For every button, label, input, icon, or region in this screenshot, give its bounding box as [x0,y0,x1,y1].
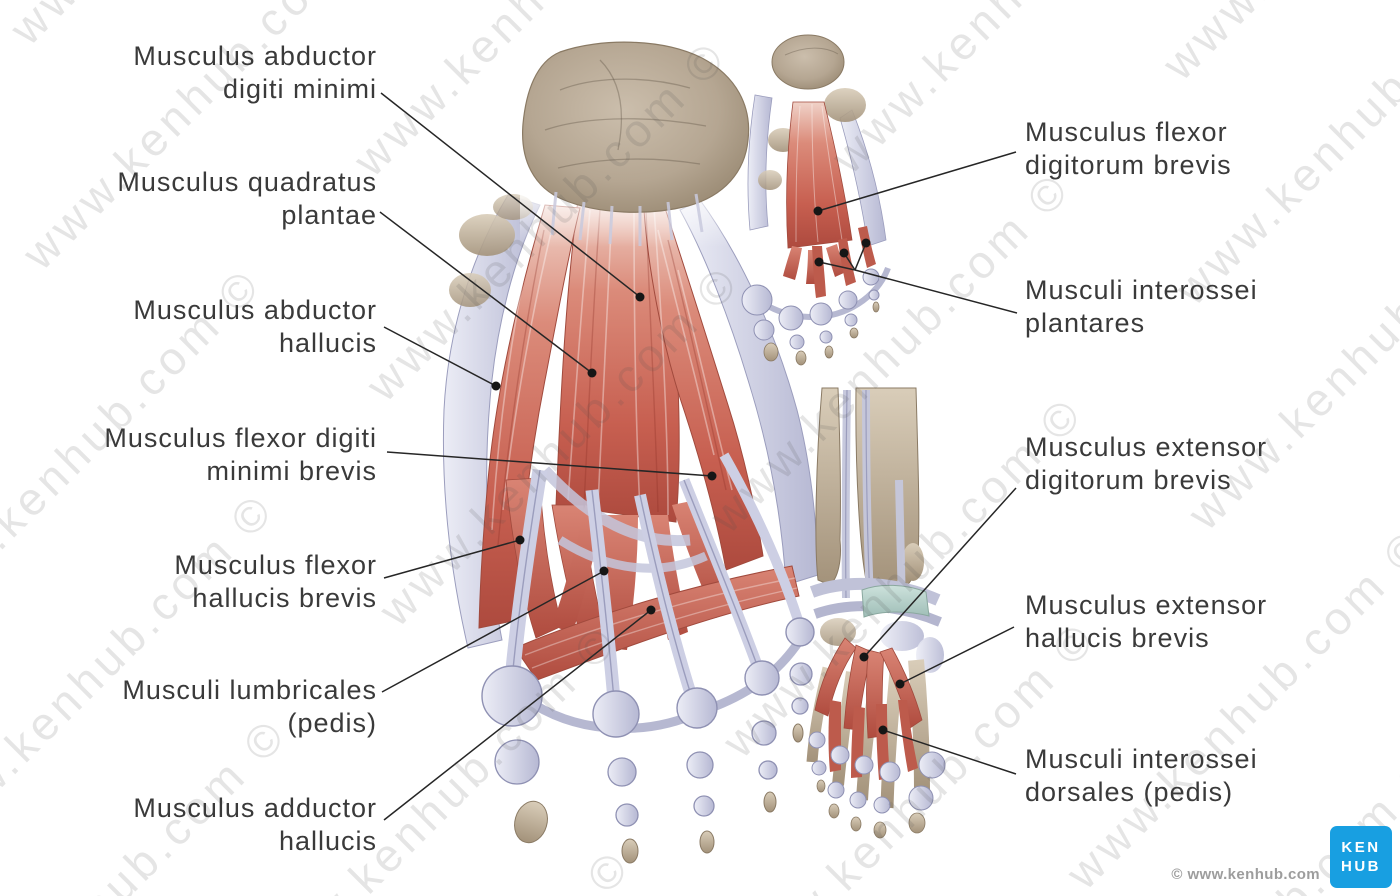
leader-extensor-hallucis-brevis [899,626,1015,685]
leader-lines [379,92,1018,821]
leader-flexor-digiti-minimi-brevis [386,451,713,477]
leader-interossei-dorsales [882,729,1017,775]
calcaneus-bone [522,41,750,213]
label-lumbricales-pedis: Musculi lumbricales(pedis) [122,675,377,738]
leader-flexor-digitorum-brevis [817,151,1017,212]
leader-interossei-plantares [854,269,1018,314]
leader-abductor-digiti-minimi [380,92,641,298]
extensor-digitorum-brevis-muscle [814,637,857,717]
kenhub-logo: KEN HUB [1330,826,1392,888]
talus-cartilage [861,584,930,618]
leader-lumbricales [381,570,605,693]
dorsal-foot-illustration [806,387,946,839]
leader-flexor-hallucis-brevis [383,539,521,579]
leader-quadratus-plantae [379,211,593,374]
flexor-digitorum-brevis-small [786,101,853,249]
leader-dots [491,206,905,735]
main-plantar-foot-illustration [442,41,819,864]
leader-adductor-hallucis [383,609,652,821]
leader-abductor-hallucis [383,326,497,387]
calcaneus-bone-small [771,34,845,90]
copyright-text: © www.kenhub.com [1171,866,1320,883]
leader-extensor-digitorum-brevis [863,487,1017,658]
